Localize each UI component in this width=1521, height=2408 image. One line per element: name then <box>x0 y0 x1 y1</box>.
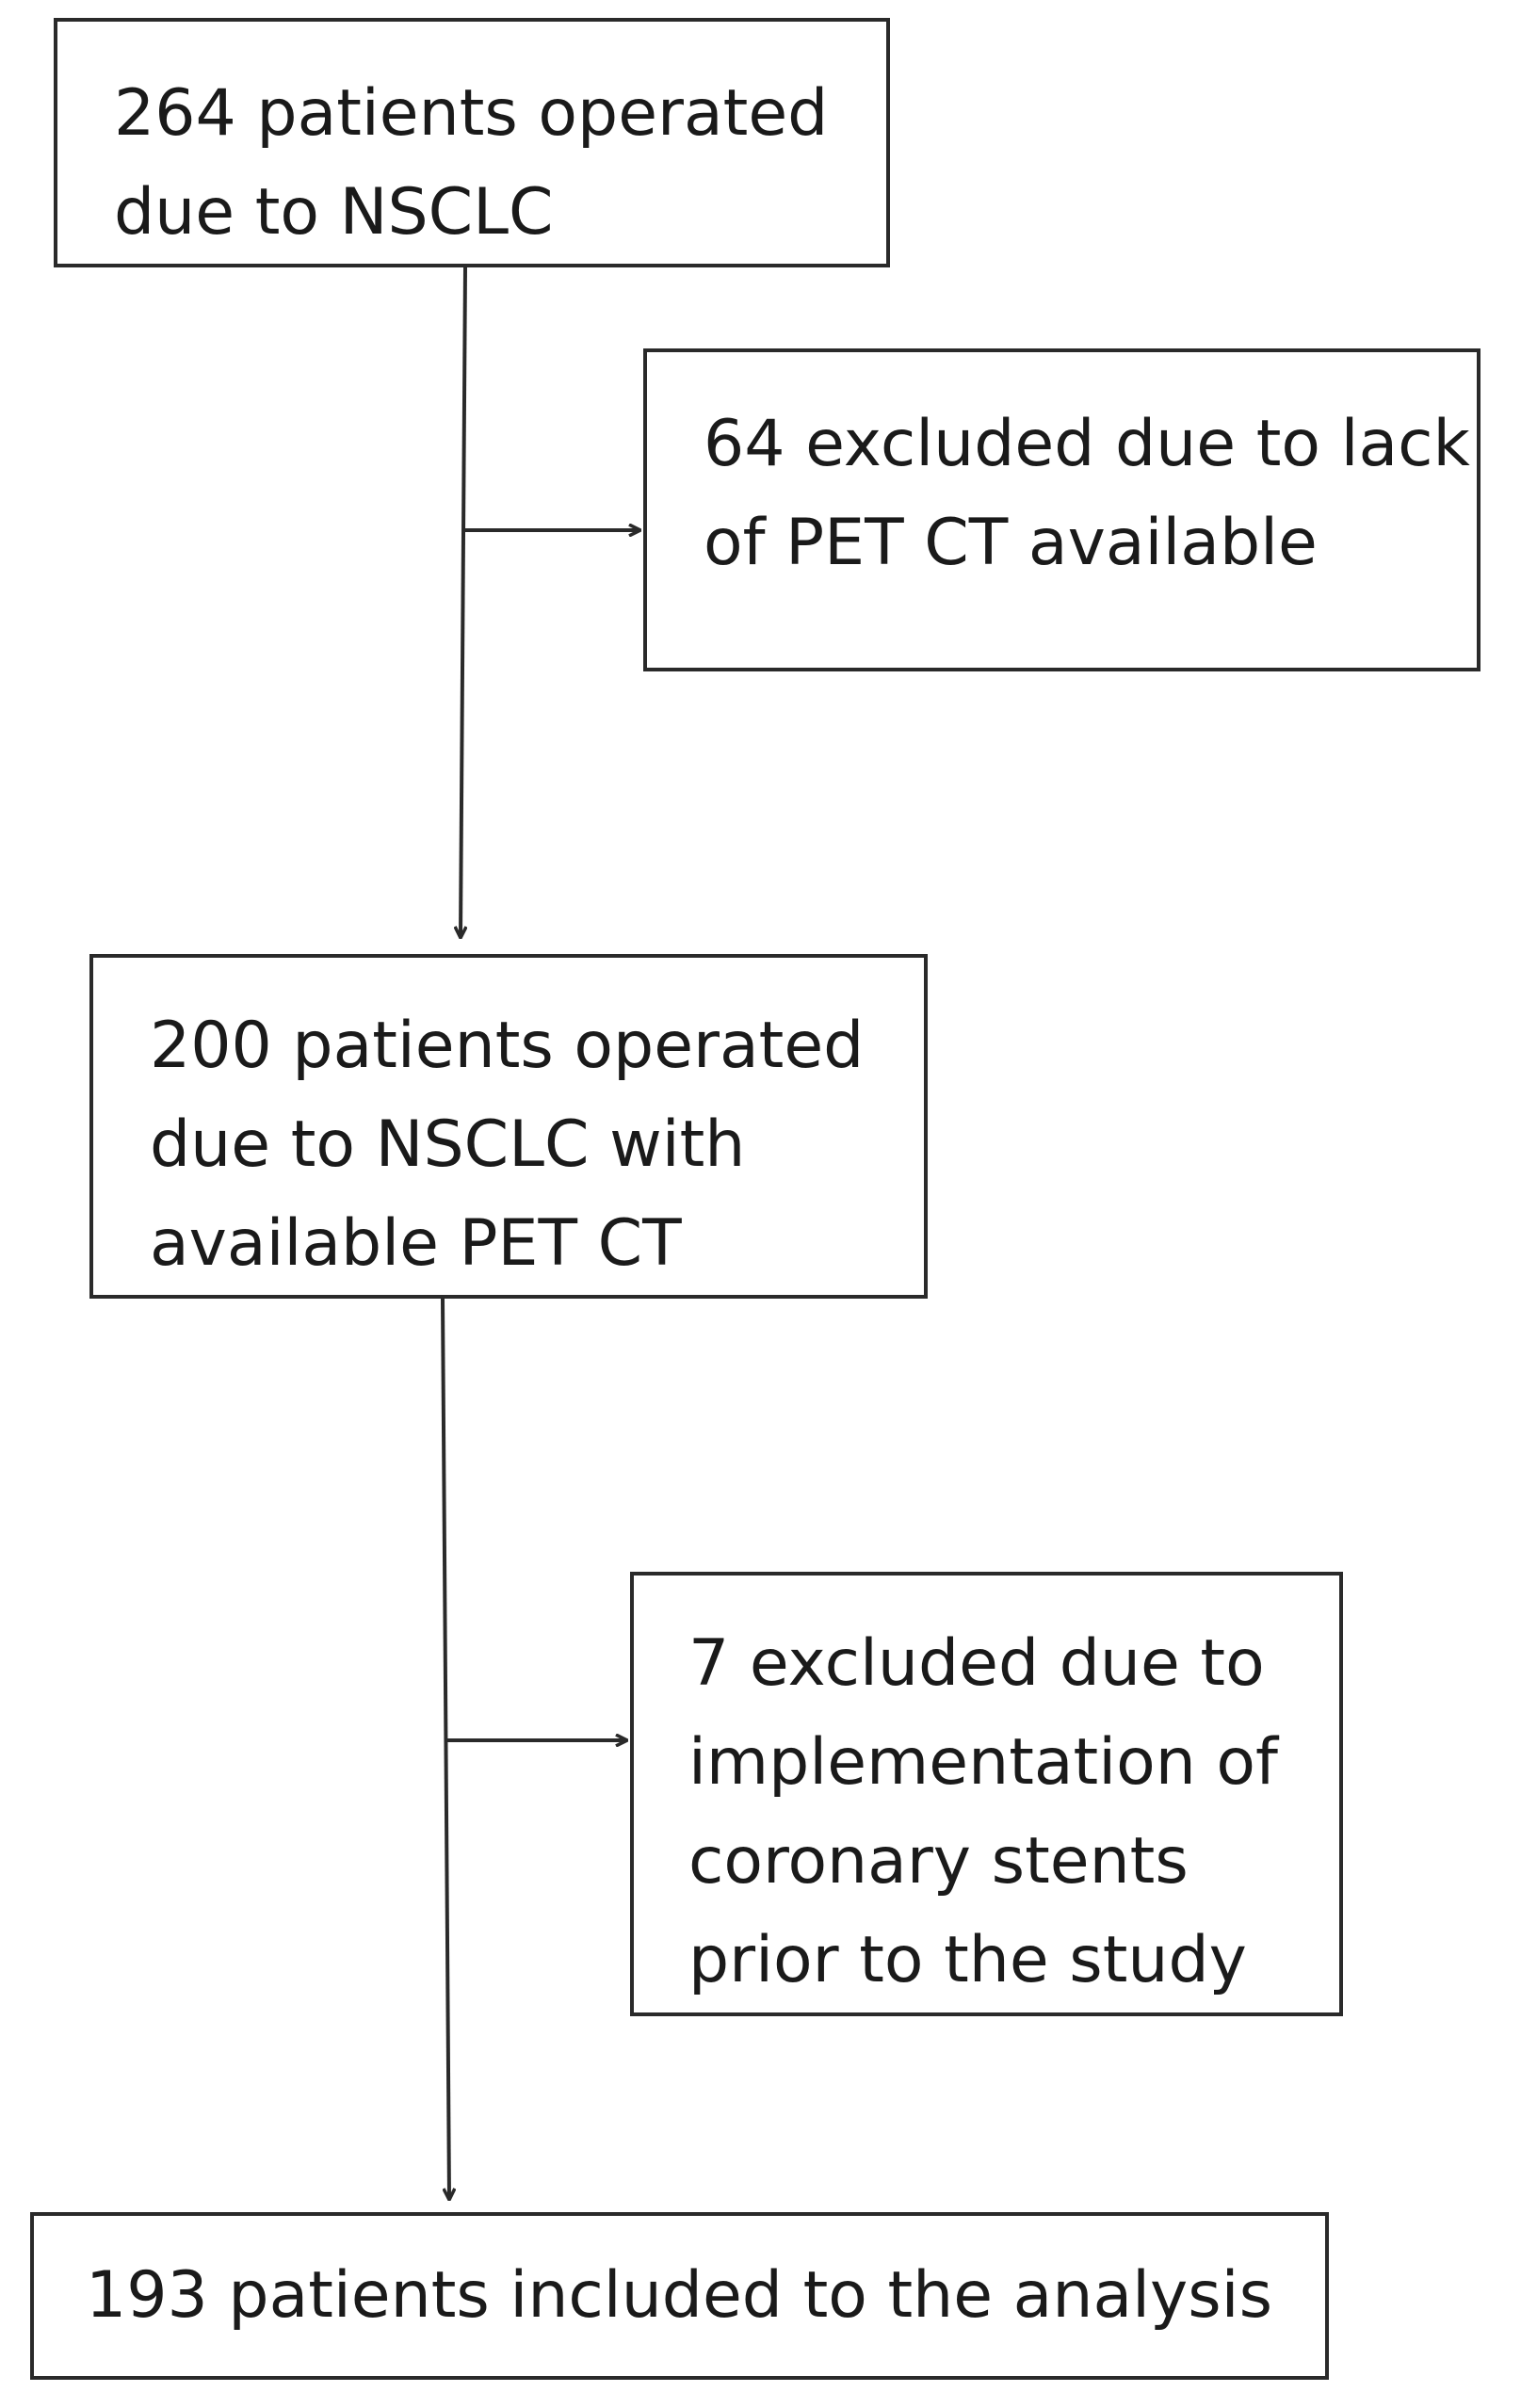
box-text-line: 193 patients included to the analysis <box>86 2258 1272 2333</box>
box-text-line: of PET CT available <box>704 506 1318 580</box>
box-text-line: 64 excluded due to lack <box>704 407 1470 481</box>
box-text-line: 7 excluded due to <box>688 1626 1265 1701</box>
box-excluded-no-pet-ct: 64 excluded due to lack of PET CT availa… <box>643 348 1481 671</box>
box-text-line: due to NSCLC with <box>150 1107 746 1182</box>
connector-start-to-intermediate <box>461 267 465 937</box>
connector-intermediate-to-final <box>441 1298 449 2199</box>
box-patients-operated: 264 patients operated due to NSCLC <box>54 18 890 267</box>
box-text-line: prior to the study <box>688 1923 1247 1997</box>
box-text-line: due to NSCLC <box>114 175 554 250</box>
box-text-line: available PET CT <box>150 1206 682 1281</box>
box-excluded-coronary-stents: 7 excluded due to implementation of coro… <box>630 1572 1343 2016</box>
box-text-line: 264 patients operated <box>114 76 829 151</box>
box-text-line: 200 patients operated <box>150 1009 865 1083</box>
box-patients-included: 193 patients included to the analysis <box>30 2212 1329 2380</box>
box-text-line: coronary stents <box>688 1824 1189 1899</box>
box-patients-with-pet-ct: 200 patients operated due to NSCLC with … <box>89 954 928 1299</box>
box-text-line: implementation of <box>688 1725 1278 1800</box>
